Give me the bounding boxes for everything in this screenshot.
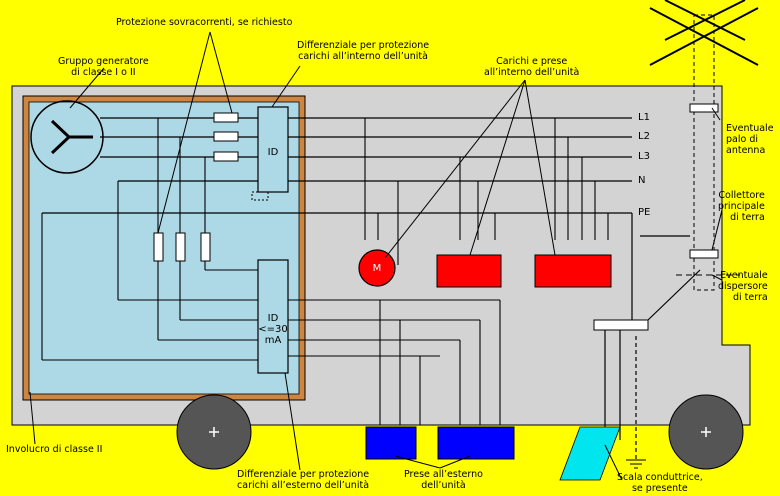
- label-generator: Gruppo generatore di classe I o II: [58, 56, 149, 78]
- external-socket-2: [437, 426, 515, 460]
- label-sockets-external: Prese all’esterno dell’unità: [404, 469, 483, 491]
- line-label-l3: L3: [638, 151, 650, 162]
- label-rcd-external: Differenziale per protezione carichi all…: [237, 469, 370, 491]
- rcd-external-label: ID <=30 mA: [258, 313, 288, 346]
- internal-load-wiring: [364, 118, 609, 265]
- label-enclosure: Involucro di classe II: [6, 444, 103, 455]
- label-earth-collector: Collettore principale di terra: [718, 190, 765, 223]
- rcd-internal-label: ID: [267, 147, 279, 158]
- line-label-n: N: [638, 175, 646, 186]
- ladder: [559, 426, 621, 481]
- fuses-top: [213, 112, 239, 162]
- label-ladder: Scala conduttrice, se presente: [617, 472, 703, 494]
- internal-socket-1: [436, 254, 502, 288]
- conductors: [42, 117, 632, 214]
- antenna-mast: [649, 0, 759, 291]
- label-loads-internal: Carichi e prese all’interno dell’unità: [484, 56, 580, 78]
- earth-electrode-symbol: [626, 459, 646, 469]
- generator-area: [28, 101, 300, 395]
- internal-socket-2: [534, 254, 612, 288]
- rcd-external-box: [257, 259, 289, 374]
- external-wiring: [288, 299, 501, 425]
- motor: [358, 249, 396, 287]
- label-rcd-internal: Differenziale per protezione carichi all…: [297, 40, 430, 62]
- line-label-pe: PE: [638, 207, 651, 218]
- earth-wiring: [604, 213, 701, 460]
- line-label-l2: L2: [638, 131, 650, 142]
- fuses-lower: [153, 232, 211, 262]
- branch-wiring: [41, 118, 258, 361]
- line-label-l1: L1: [638, 112, 650, 123]
- label-antenna: Eventuale palo di antenna: [726, 123, 774, 156]
- motor-label: M: [372, 263, 382, 274]
- label-earth-electrode: Eventuale dispersore di terra: [718, 270, 768, 303]
- wheels: [176, 394, 744, 470]
- rcd-internal-box: [257, 106, 289, 193]
- pointer-lines: [29, 31, 723, 481]
- label-overcurrent: Protezione sovracorrenti, se richiesto: [116, 17, 293, 28]
- earth-collector-bar: [593, 319, 649, 331]
- external-socket-1: [365, 426, 417, 460]
